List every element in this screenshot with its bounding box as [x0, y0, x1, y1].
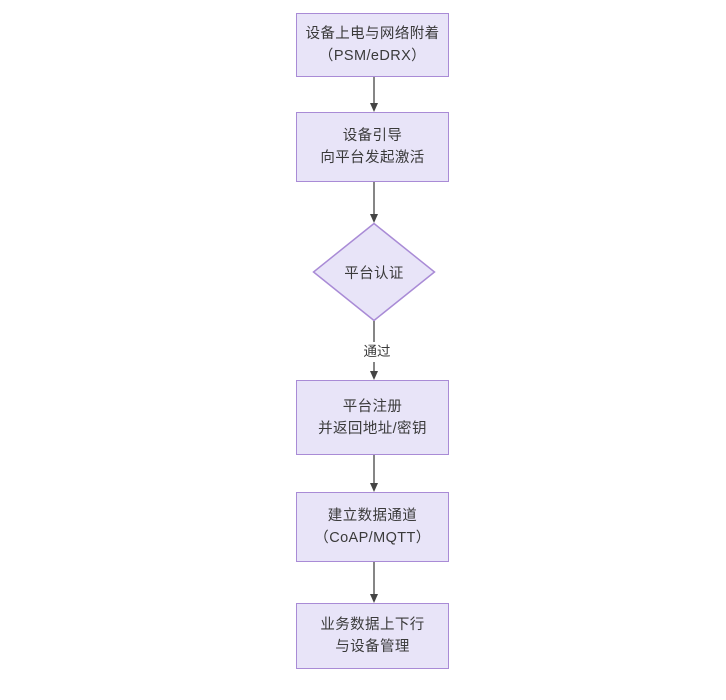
node-data-channel-line-1: 建立数据通道 — [327, 508, 418, 524]
node-platform-auth-label: 平台认证 — [344, 265, 404, 282]
node-device-bootstrap-line-1: 设备引导 — [342, 128, 403, 144]
node-business-data-line-2: 与设备管理 — [335, 639, 410, 655]
connector-data-channel-to-business-data — [366, 562, 382, 604]
node-platform-register-line-2: 并返回地址/密钥 — [318, 420, 427, 437]
node-power-on-line-1: 设备上电与网络附着 — [305, 26, 440, 42]
edge-label-pass: 通过 — [352, 342, 402, 362]
node-power-on-line-2: （PSM/eDRX） — [318, 48, 427, 64]
node-business-data-line-1: 业务数据上下行 — [320, 617, 425, 633]
node-data-channel-line-2: （CoAP/MQTT） — [314, 530, 431, 546]
node-power-on[interactable]: 设备上电与网络附着 （PSM/eDRX） — [296, 13, 449, 77]
node-platform-register-line-1: 平台注册 — [342, 398, 403, 415]
connector-power-on-to-device-bootstrap — [366, 77, 382, 113]
connector-device-bootstrap-to-platform-auth — [366, 182, 382, 224]
node-business-data[interactable]: 业务数据上下行 与设备管理 — [296, 603, 449, 669]
connector-platform-register-to-data-channel — [366, 455, 382, 493]
node-platform-auth[interactable]: 平台认证 — [312, 222, 436, 322]
diamond-shape — [312, 222, 436, 322]
node-device-bootstrap[interactable]: 设备引导 向平台发起激活 — [296, 112, 449, 182]
node-device-bootstrap-line-2: 向平台发起激活 — [320, 150, 425, 166]
node-data-channel[interactable]: 建立数据通道 （CoAP/MQTT） — [296, 492, 449, 562]
node-platform-register[interactable]: 平台注册 并返回地址/密钥 — [296, 380, 449, 455]
